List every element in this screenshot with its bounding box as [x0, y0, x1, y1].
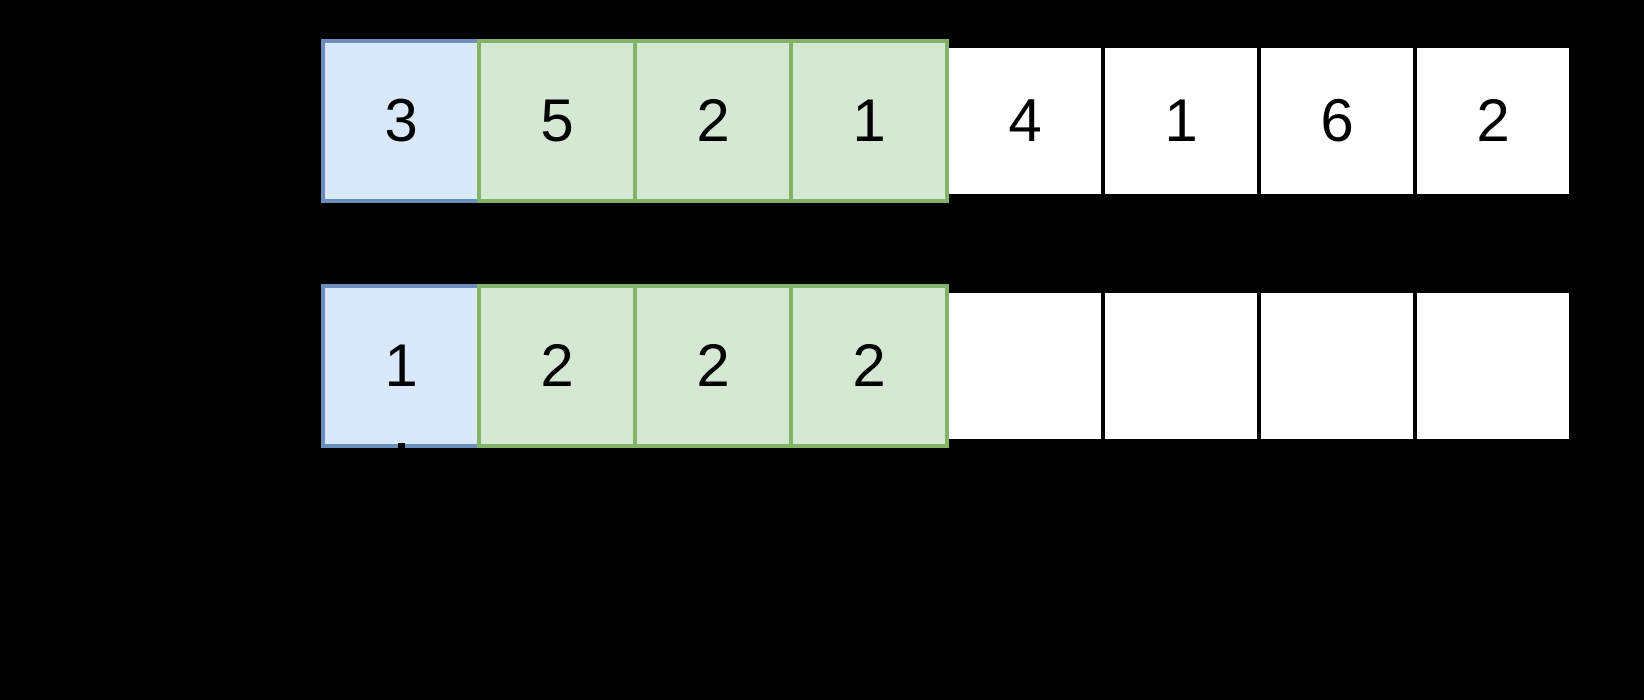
cell-value: 2 [696, 332, 730, 399]
cell-value: 4 [1008, 87, 1042, 154]
cell-value: 1 [1164, 87, 1198, 154]
array-cell: 1 [789, 39, 949, 203]
array-cell: 2 [1413, 44, 1573, 198]
array-cell [1257, 289, 1417, 443]
cell-value: 5 [540, 87, 574, 154]
array-cell: 3 [321, 39, 481, 203]
array-cell [945, 289, 1105, 443]
array-cell: 2 [633, 39, 793, 203]
cell-value: 2 [1476, 87, 1510, 154]
array-cell: 4 [945, 44, 1105, 198]
array-cell [1413, 289, 1573, 443]
array-cell: 6 [1257, 44, 1417, 198]
array-cell: 2 [789, 284, 949, 448]
top-array-row: 3 5 2 1 4 1 6 2 [321, 39, 1573, 203]
bottom-array-row: 1 2 2 2 [321, 284, 1573, 448]
cell-value: 3 [384, 87, 418, 154]
cell-value: 2 [852, 332, 886, 399]
array-cell [1101, 289, 1261, 443]
cell-value: 2 [696, 87, 730, 154]
array-cell: 1 [1101, 44, 1261, 198]
stray-mark [398, 443, 405, 452]
cell-value: 1 [384, 332, 418, 399]
array-cell: 1 [321, 284, 481, 448]
array-cell: 2 [633, 284, 793, 448]
array-cell: 2 [477, 284, 637, 448]
cell-value: 6 [1320, 87, 1354, 154]
array-cell: 5 [477, 39, 637, 203]
cell-value: 2 [540, 332, 574, 399]
cell-value: 1 [852, 87, 886, 154]
